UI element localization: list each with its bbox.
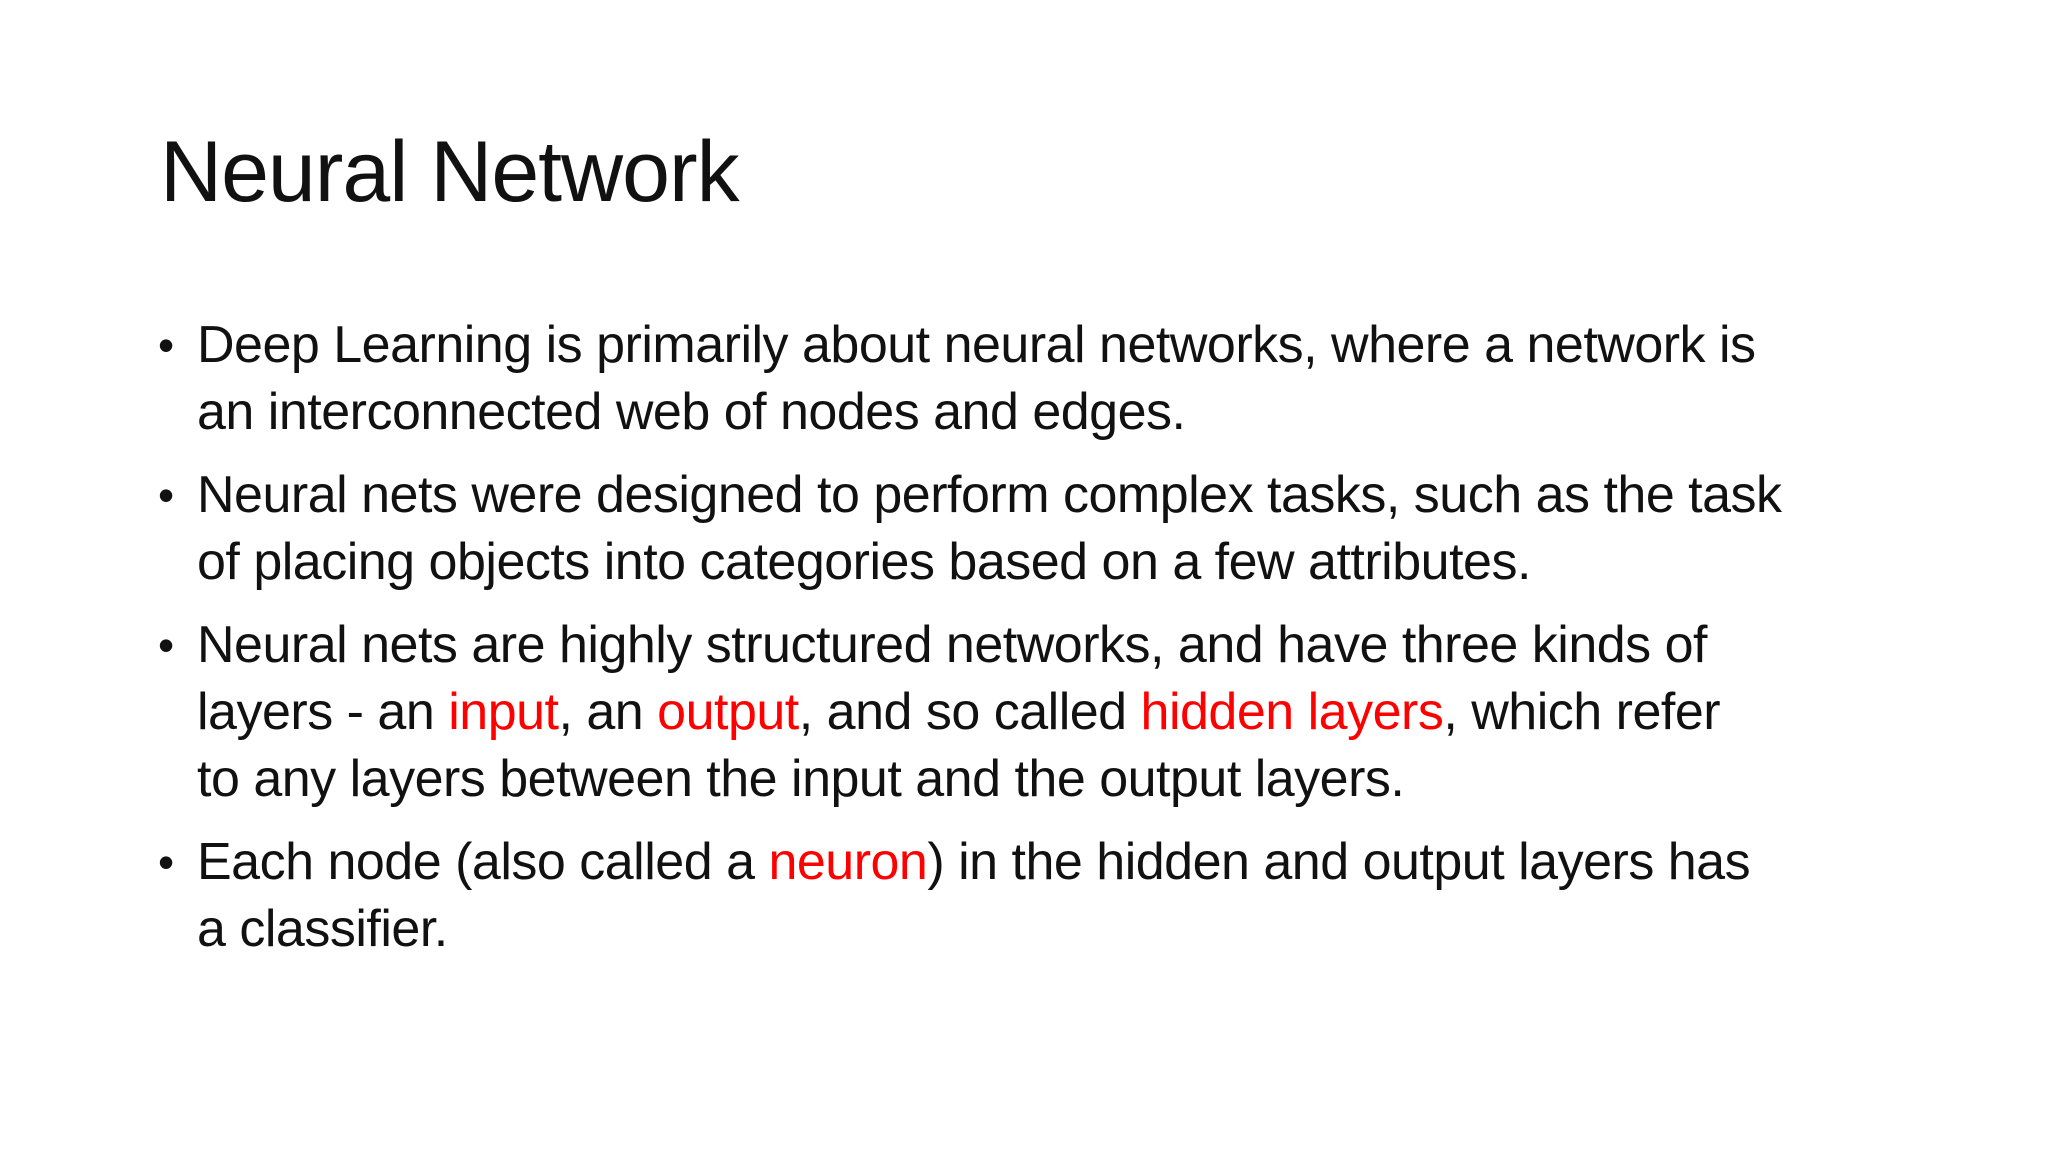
bullet-item: • Deep Learning is primarily about neural… (158, 312, 1968, 446)
text-run: layers - an (197, 683, 449, 741)
text-run: Each node (also called a (197, 833, 769, 891)
bullet-marker-icon: • (158, 469, 175, 521)
text-run: to any layers between the input and the … (197, 750, 1405, 808)
text-run: an interconnected web of nodes and edges… (197, 383, 1186, 441)
text-run: , and so called (798, 683, 1141, 741)
text-run: , which refer (1443, 683, 1721, 741)
text-run: of placing objects into categories based… (197, 533, 1531, 591)
text-run: a classifier. (197, 900, 448, 958)
highlighted-term: input (448, 683, 559, 741)
highlighted-term: neuron (768, 833, 928, 891)
text-run: Deep Learning is primarily about neural … (197, 316, 1756, 374)
highlighted-term: output (657, 683, 799, 741)
slide-title: Neural Network (160, 124, 740, 220)
bullet-marker-icon: • (158, 836, 175, 888)
bullet-item: • Neural nets were designed to perform co… (158, 462, 1968, 596)
text-run: ) in the hidden and output layers has (927, 833, 1751, 891)
bullet-marker-icon: • (158, 619, 175, 671)
text-run: Neural nets were designed to perform com… (197, 466, 1782, 524)
text-run: Neural nets are highly structured networ… (197, 616, 1708, 674)
bullet-item: • Neural nets are highly structured netwo… (158, 612, 1968, 813)
bullet-item: • Each node (also called a neuron) in the… (158, 829, 1968, 963)
bullet-marker-icon: • (158, 319, 175, 371)
highlighted-term: hidden layers (1140, 683, 1444, 741)
bullet-list: • Deep Learning is primarily about neural… (158, 312, 1968, 979)
text-run: , an (558, 683, 658, 741)
